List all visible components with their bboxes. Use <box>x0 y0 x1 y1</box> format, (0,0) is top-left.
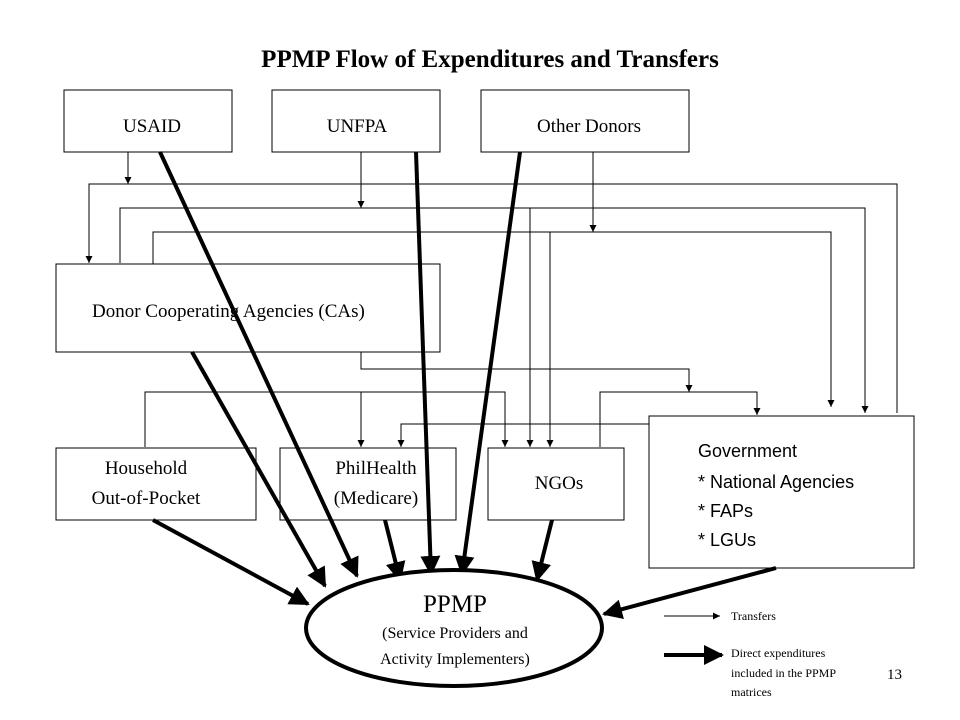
legend-direct-label-line-3: matrices <box>731 685 772 699</box>
government-label-line-2: * National Agencies <box>698 472 854 492</box>
legend-transfers-label: Transfers <box>731 609 776 623</box>
ppmp-node: PPMP (Service Providers and Activity Imp… <box>304 568 604 688</box>
page-number: 13 <box>887 667 902 683</box>
government-label-line-3: * FAPs <box>698 501 753 521</box>
page-title: PPMP Flow of Expenditures and Transfers <box>261 46 719 73</box>
unfpa-box: UNFPA <box>271 89 441 153</box>
legend-direct-label-line-2: included in the PPMP <box>731 666 836 680</box>
government-label-line-4: * LGUs <box>698 530 756 550</box>
ngos-label: NGOs <box>535 473 584 494</box>
transfer-lines <box>85 152 898 447</box>
legend-direct-label-line-1: Direct expenditures <box>731 646 826 660</box>
household-label-line-2: Out-of-Pocket <box>92 488 201 509</box>
philhealth-label-line-1: PhilHealth <box>335 458 417 479</box>
cooperating-agencies-box: Donor Cooperating Agencies (CAs) <box>55 263 441 353</box>
government-label-line-1: Government <box>698 441 797 461</box>
ppmp-subtitle-line-1: (Service Providers and <box>382 625 528 642</box>
cooperating-agencies-label: Donor Cooperating Agencies (CAs) <box>92 301 365 322</box>
usaid-box: USAID <box>63 89 233 153</box>
other-donors-label: Other Donors <box>537 116 641 137</box>
ngos-box: NGOs <box>487 447 625 521</box>
usaid-label: USAID <box>123 116 181 137</box>
other-donors-box: Other Donors <box>480 89 690 153</box>
household-box: Household Out-of-Pocket <box>55 447 257 521</box>
philhealth-label-line-2: (Medicare) <box>334 488 418 509</box>
household-label-line-1: Household <box>105 458 188 479</box>
legend: Transfers Direct expenditures included i… <box>664 609 836 699</box>
government-box: Government * National Agencies * FAPs * … <box>648 415 915 569</box>
direct-expenditure-lines <box>152 151 777 620</box>
ppmp-subtitle-line-2: Activity Implementers) <box>380 651 530 668</box>
ppmp-title: PPMP <box>423 591 487 618</box>
unfpa-label: UNFPA <box>327 116 388 137</box>
